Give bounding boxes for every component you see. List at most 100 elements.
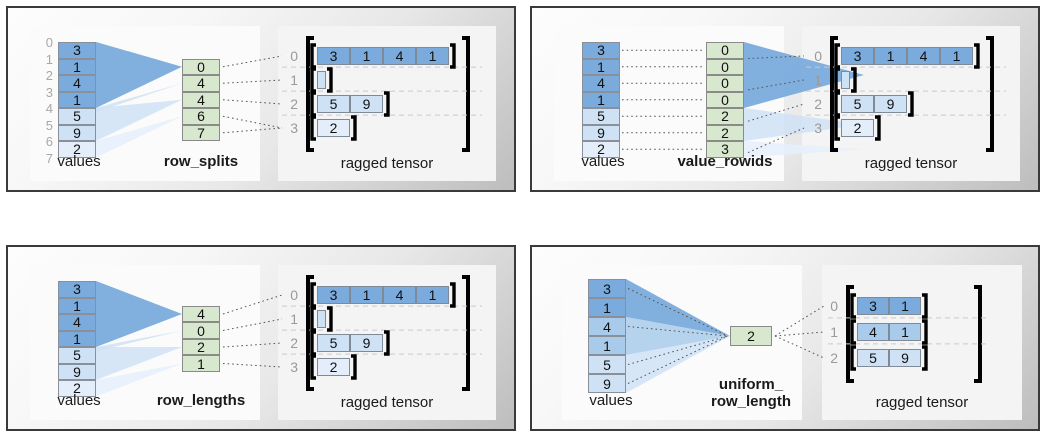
fan-wedges bbox=[744, 42, 864, 158]
tensor-caption: ragged tensor bbox=[340, 155, 434, 172]
connector-line bbox=[627, 335, 729, 365]
tensor-empty-cell bbox=[841, 71, 850, 89]
tensor-row-index: 2 bbox=[830, 350, 838, 366]
encoding-cell: 4 bbox=[182, 305, 220, 323]
tensor-row-index: 0 bbox=[290, 48, 298, 64]
tensor-cell: 3 bbox=[317, 286, 350, 304]
encoding-cell: 4 bbox=[182, 91, 220, 108]
outer-bracket bbox=[306, 275, 314, 391]
tensor-row-index: 0 bbox=[290, 287, 298, 303]
fan-wedges bbox=[626, 279, 730, 393]
tensor-cell: 9 bbox=[889, 349, 921, 367]
connector-line bbox=[747, 55, 805, 59]
value-index: 7 bbox=[45, 150, 53, 166]
connector-line bbox=[222, 55, 283, 68]
fan-wedge bbox=[744, 108, 864, 141]
value-index: 1 bbox=[45, 51, 53, 67]
connector-line bbox=[222, 127, 283, 134]
inner-bracket bbox=[851, 67, 857, 93]
inner-bracket bbox=[834, 91, 840, 117]
value-cell: 1 bbox=[588, 336, 626, 355]
values-caption: values bbox=[57, 392, 101, 409]
fan-wedge bbox=[96, 363, 182, 397]
fan-wedge bbox=[626, 317, 730, 355]
encoding-cell: 1 bbox=[182, 355, 220, 372]
inner-bracket bbox=[310, 67, 316, 93]
fan-wedge bbox=[96, 330, 182, 352]
connector-line bbox=[627, 288, 729, 337]
value-cell: 3 bbox=[58, 42, 96, 59]
inner-bracket bbox=[834, 67, 840, 93]
value-cell: 9 bbox=[58, 363, 96, 380]
tensor-row-index: 3 bbox=[290, 120, 298, 136]
inner-bracket bbox=[327, 306, 333, 332]
encoding-caption: row_lengths bbox=[156, 392, 246, 409]
value-cell: 1 bbox=[58, 330, 96, 347]
connector-line bbox=[222, 318, 283, 331]
tensor-row-index: 0 bbox=[814, 48, 822, 64]
outer-bracket bbox=[974, 285, 982, 383]
tensor-row-index: 1 bbox=[290, 311, 298, 327]
inner-bracket bbox=[850, 319, 856, 345]
fan-wedge bbox=[96, 281, 182, 347]
value-index: 2 bbox=[45, 68, 53, 83]
connector-line bbox=[222, 294, 283, 315]
value-index: 5 bbox=[45, 117, 53, 133]
tensor-brackets bbox=[828, 285, 990, 383]
encoding-cell: 2 bbox=[706, 108, 744, 125]
connector-line bbox=[627, 326, 729, 337]
value-index: 4 bbox=[45, 101, 53, 116]
inner-bracket bbox=[834, 43, 840, 69]
fan-wedges bbox=[96, 281, 182, 397]
tensor-cell: 5 bbox=[857, 349, 889, 367]
outer-bracket bbox=[986, 36, 994, 152]
inner-bracket bbox=[384, 330, 390, 356]
tensor-cell: 9 bbox=[874, 95, 907, 113]
connector-line bbox=[222, 115, 283, 129]
outer-bracket bbox=[462, 36, 470, 152]
tensor-brackets bbox=[806, 36, 1006, 152]
encoding-cell: 0 bbox=[182, 322, 220, 339]
encoding-caption: row_splits bbox=[163, 153, 239, 170]
connector-line bbox=[222, 99, 283, 105]
fan-wedges bbox=[96, 42, 182, 158]
encoding-cell: 0 bbox=[706, 42, 744, 59]
tensor-empty-cell bbox=[317, 310, 326, 328]
fan-wedge bbox=[96, 116, 182, 158]
encoding-cell: 2 bbox=[182, 338, 220, 356]
value-cell: 9 bbox=[582, 124, 620, 141]
value-cell: 4 bbox=[58, 75, 96, 92]
inner-bracket bbox=[310, 115, 316, 141]
inner-bracket bbox=[450, 282, 456, 308]
value-cell: 1 bbox=[58, 297, 96, 314]
inner-bracket bbox=[351, 115, 357, 141]
tensor-caption: ragged tensor bbox=[864, 155, 958, 172]
value-cell: 1 bbox=[582, 58, 620, 75]
connector-lines bbox=[627, 288, 825, 384]
tensor-row-index: 0 bbox=[830, 298, 838, 314]
encoding-caption: uniform_ row_length bbox=[710, 376, 791, 411]
tensor-cell: 1 bbox=[350, 286, 383, 304]
values-caption: values bbox=[581, 153, 625, 170]
value-cell: 5 bbox=[58, 108, 96, 125]
value-cell: 4 bbox=[582, 75, 620, 92]
connector-line bbox=[747, 79, 805, 91]
value-cell: 5 bbox=[588, 355, 626, 374]
values-caption: values bbox=[57, 153, 101, 170]
fan-wedge bbox=[96, 83, 182, 113]
value-index: 0 bbox=[45, 35, 53, 50]
tensor-cell: 2 bbox=[841, 119, 874, 137]
inner-bracket bbox=[974, 43, 980, 69]
connector-lines bbox=[622, 49, 805, 154]
connector-line bbox=[747, 127, 805, 154]
inner-bracket bbox=[310, 282, 316, 308]
tensor-cell: 2 bbox=[317, 119, 350, 137]
value-cell: 2 bbox=[582, 141, 620, 158]
tensor-row-index: 2 bbox=[290, 335, 298, 351]
